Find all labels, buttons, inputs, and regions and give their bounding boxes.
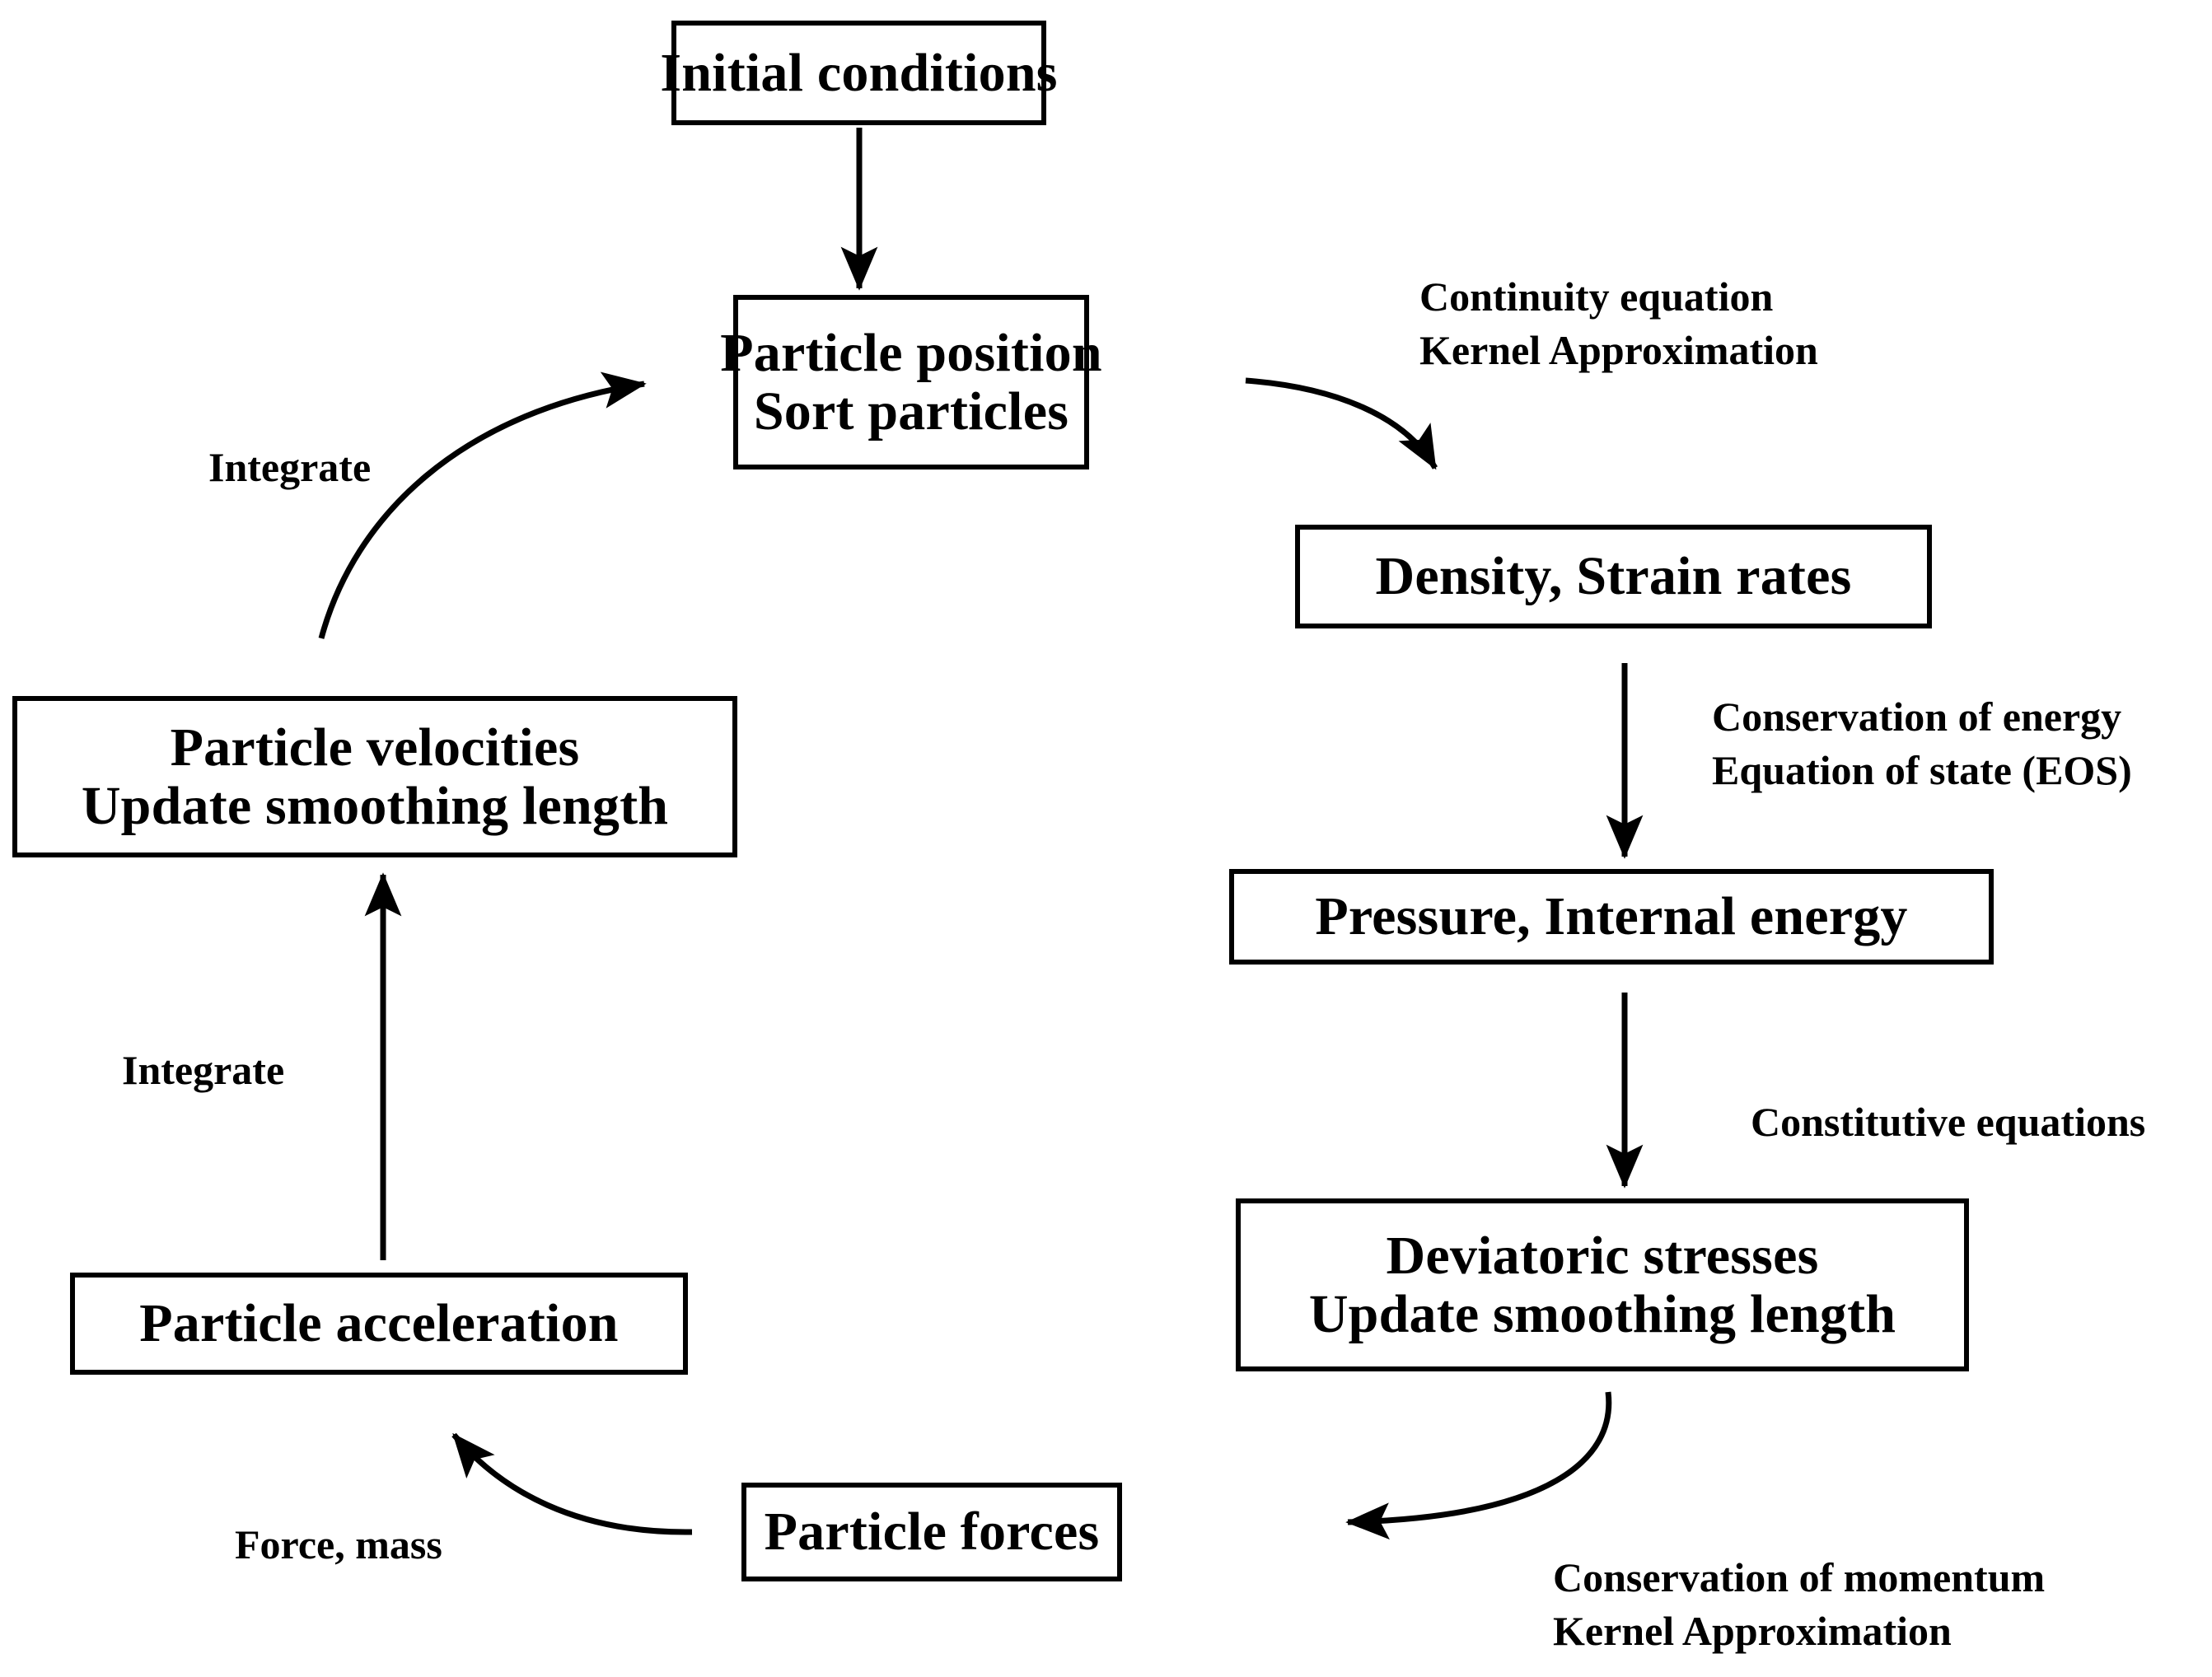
node-density-strain-rates[interactable]: Density, Strain rates: [1295, 525, 1932, 628]
node-particle-velocities-line-1: Particle velocities: [170, 717, 580, 778]
edge-label-continuity-line-1: Continuity equation: [1419, 273, 1774, 320]
node-deviatoric-stresses-line-1: Deviatoric stresses: [1386, 1225, 1819, 1286]
edge-label-conservation-momentum-line-1: Conservation of momentum: [1553, 1554, 2046, 1600]
node-particle-acceleration-line-1: Particle acceleration: [139, 1293, 619, 1354]
arrow-forces-to-acceleration: [451, 1432, 693, 1535]
node-pressure-internal-energy[interactable]: Pressure, Internal energy: [1229, 869, 1994, 965]
node-density-strain-rates-line-1: Density, Strain rates: [1375, 546, 1852, 607]
edge-label-constitutive-line-1: Constitutive equations: [1751, 1099, 2146, 1145]
node-particle-position-line-2: Sort particles: [753, 381, 1069, 441]
edge-label-conservation-of-momentum: Conservation of momentum Kernel Approxim…: [1553, 1551, 2045, 1658]
node-particle-velocities-line-2: Update smoothing length: [81, 776, 669, 836]
edge-label-force-mass: Force, mass: [235, 1518, 442, 1572]
edge-label-conservation-energy-line-1: Conservation of energy: [1712, 694, 2122, 740]
edge-label-conservation-energy-line-2: Equation of state (EOS): [1712, 747, 2132, 793]
node-initial-conditions[interactable]: Initial conditions: [660, 21, 1057, 125]
node-particle-forces-line-1: Particle forces: [764, 1502, 1100, 1563]
edge-label-conservation-of-energy: Conservation of energy Equation of state…: [1712, 690, 2132, 797]
arrow-velocities-to-position: [318, 371, 647, 639]
node-pressure-internal-energy-line-1: Pressure, Internal energy: [1315, 886, 1908, 947]
node-particle-position-line-1: Particle position: [720, 322, 1102, 383]
node-particle-forces[interactable]: Particle forces: [741, 1483, 1122, 1581]
edge-label-integrate-upper-line-1: Integrate: [208, 444, 372, 490]
edge-label-conservation-momentum-line-2: Kernel Approximation: [1553, 1608, 1952, 1654]
edge-label-force-mass-line-1: Force, mass: [235, 1521, 442, 1567]
node-deviatoric-stresses-line-2: Update smoothing length: [1308, 1284, 1896, 1344]
edge-label-continuity-equation: Continuity equation Kernel Approximation: [1419, 270, 1818, 377]
node-particle-position[interactable]: Particle position Sort particles: [720, 295, 1102, 469]
arrow-position-to-density: [1245, 377, 1438, 470]
edge-label-integrate-upper: Integrate: [208, 441, 371, 494]
node-particle-velocities[interactable]: Particle velocities Update smoothing len…: [12, 696, 737, 857]
node-deviatoric-stresses[interactable]: Deviatoric stresses Update smoothing len…: [1236, 1198, 1969, 1371]
node-initial-conditions-line-1: Initial conditions: [660, 42, 1058, 103]
edge-label-integrate-lower: Integrate: [122, 1044, 284, 1097]
edge-label-continuity-line-2: Kernel Approximation: [1419, 327, 1818, 373]
node-particle-acceleration[interactable]: Particle acceleration: [70, 1273, 688, 1375]
edge-label-constitutive-equations: Constitutive equations: [1751, 1095, 2145, 1149]
edge-label-integrate-lower-line-1: Integrate: [122, 1047, 285, 1093]
arrow-deviatoric-to-forces: [1345, 1391, 1612, 1540]
